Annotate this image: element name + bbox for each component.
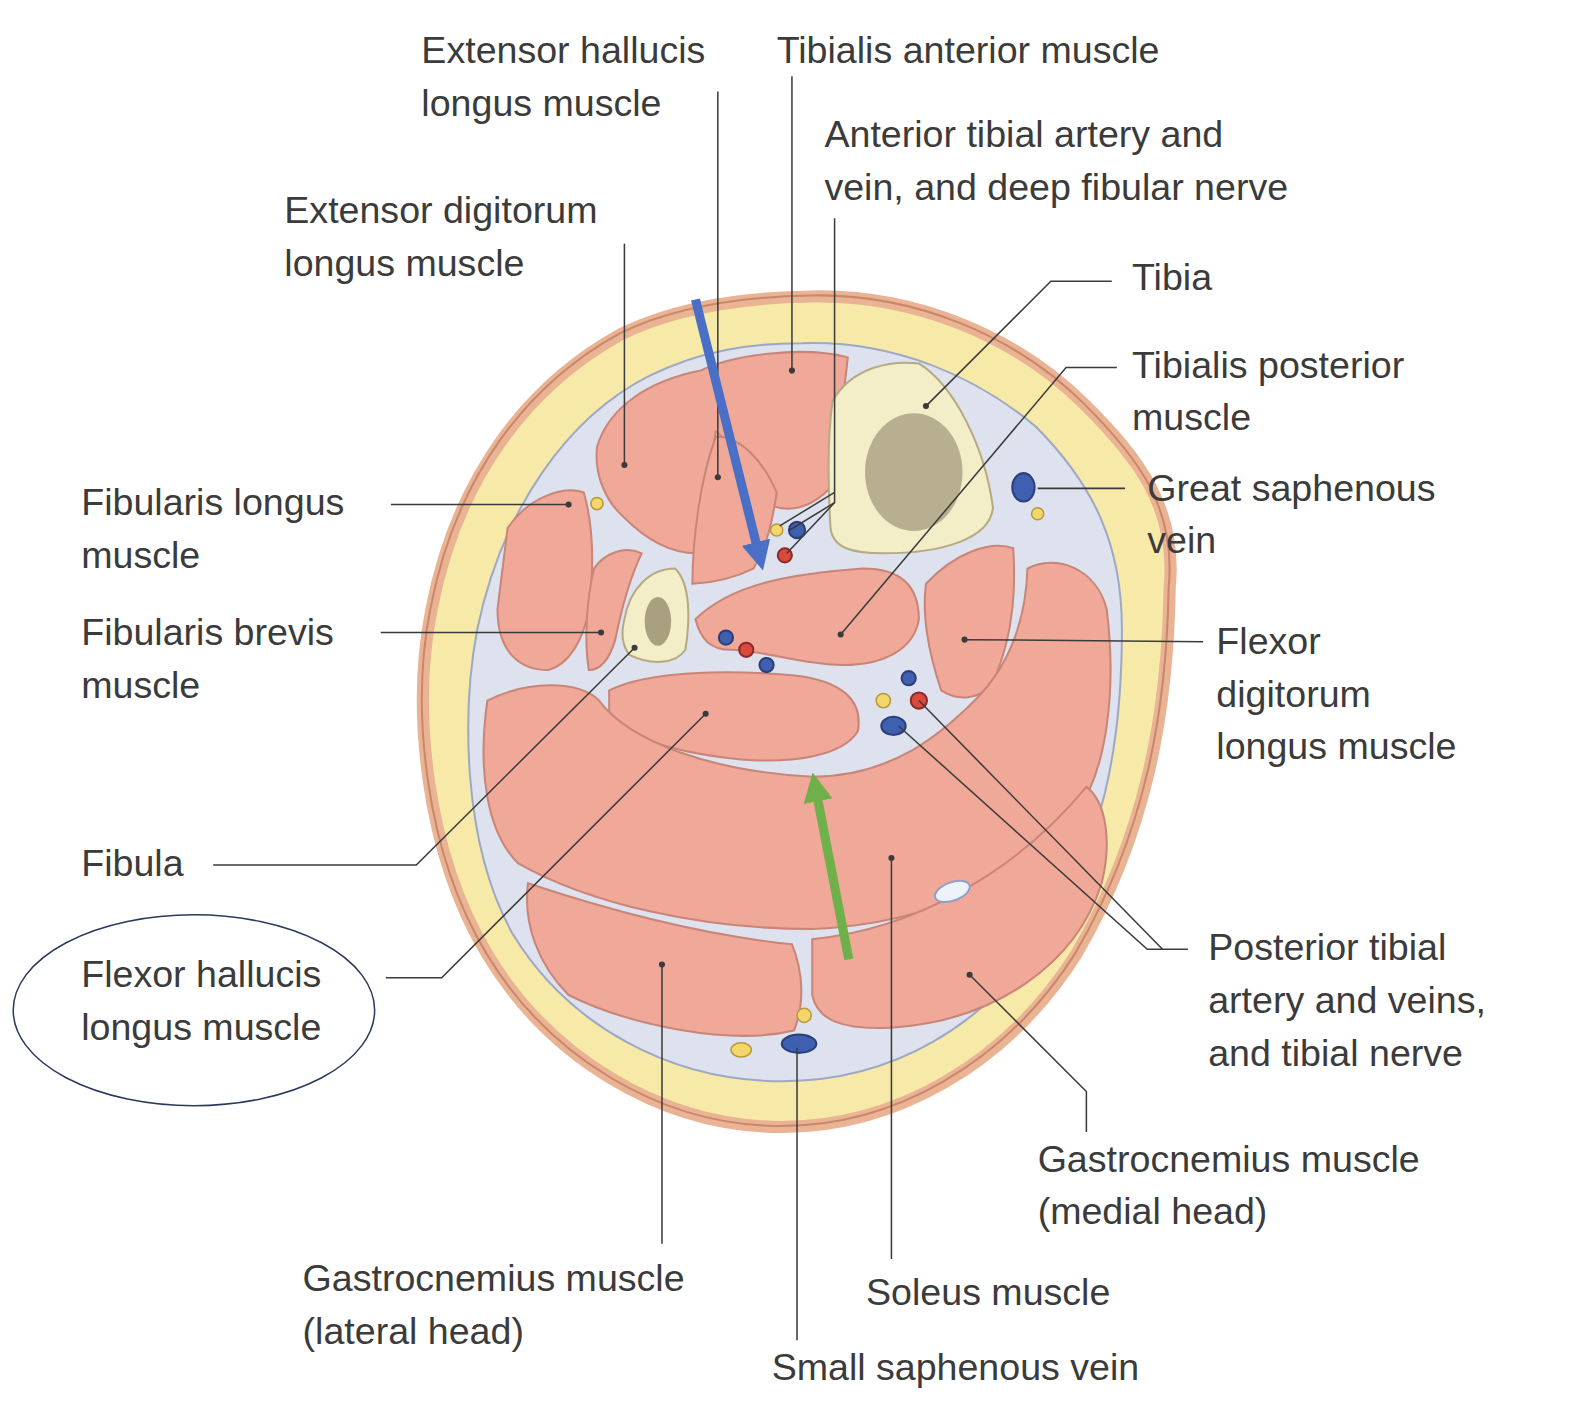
leader-line xyxy=(213,648,634,865)
muscle xyxy=(695,569,918,665)
leader-dot xyxy=(888,855,894,861)
structure-label: Gastrocnemius muscle (medial head) xyxy=(1038,1133,1464,1239)
structure-label: Soleus muscle xyxy=(866,1266,1272,1319)
structure-label: Fibula xyxy=(81,838,386,891)
structure-label: Great saphenous vein xyxy=(1147,462,1462,568)
indicator-arrow xyxy=(695,300,759,557)
leader-line xyxy=(624,244,626,465)
leader-dot xyxy=(967,972,973,978)
skin xyxy=(423,296,1171,1127)
vein xyxy=(719,631,733,645)
leader-line xyxy=(381,632,601,634)
leader-dot xyxy=(659,961,665,967)
leader-line xyxy=(790,218,835,530)
muscle xyxy=(527,883,801,1035)
nerve xyxy=(797,1008,811,1022)
indicator-arrow xyxy=(815,787,849,960)
leader-line xyxy=(891,858,893,1259)
structure-label: Extensor digitorum longus muscle xyxy=(284,185,629,291)
leader-dot xyxy=(632,645,638,651)
bone-marrow xyxy=(865,413,962,531)
nerve xyxy=(876,693,890,707)
structure-label: Flexor digitorum longus muscle xyxy=(1216,615,1468,773)
structure-label: Small saphenous vein xyxy=(772,1341,1280,1394)
structure-label: Fibularis brevis muscle xyxy=(81,606,375,712)
leader-dot xyxy=(789,368,795,374)
nerve xyxy=(591,498,603,510)
structure-label: Tibialis posterior muscle xyxy=(1132,339,1437,445)
fibula-bone xyxy=(623,569,689,662)
structure-label: Posterior tibial artery and veins, and t… xyxy=(1208,922,1513,1080)
structure-label: Flexor hallucis longus muscle xyxy=(81,948,365,1054)
leader-line xyxy=(791,76,793,370)
leader-line xyxy=(661,965,663,1244)
leader-dot xyxy=(961,637,967,643)
oval-outline xyxy=(13,915,374,1106)
leader-dot xyxy=(923,403,929,409)
vein xyxy=(902,671,916,685)
structure-label: Anterior tibial artery and vein, and dee… xyxy=(824,109,1299,215)
leader-line xyxy=(926,281,1112,406)
leader-dot xyxy=(703,711,709,717)
muscle xyxy=(498,490,593,670)
leader-line xyxy=(796,1048,798,1340)
leader-dot xyxy=(598,629,604,635)
leader-dot xyxy=(566,502,572,508)
great-saphenous-vein xyxy=(1012,473,1034,501)
skin-outline xyxy=(422,295,1170,1126)
leader-line xyxy=(1038,488,1125,490)
leader-line xyxy=(965,640,1204,642)
bone-marrow xyxy=(645,597,671,646)
vessel xyxy=(932,877,973,907)
leader-line xyxy=(919,701,1188,950)
leader-line xyxy=(717,91,719,477)
leader-dot xyxy=(621,462,627,468)
leader-line xyxy=(780,492,835,526)
nerve xyxy=(1032,508,1044,520)
structure-label: Fibularis longus muscle xyxy=(81,476,375,582)
structure-label: Extensor hallucis longus muscle xyxy=(421,24,746,130)
leader-line xyxy=(841,368,1117,635)
leader-dot xyxy=(838,632,844,638)
structure-label: Tibia xyxy=(1132,252,1437,305)
nerve xyxy=(731,1043,751,1057)
leader-dot xyxy=(715,474,721,480)
deep-fascia xyxy=(468,343,1122,1081)
leader-line xyxy=(899,726,1163,949)
muscle xyxy=(812,787,1106,1028)
structure-label: Tibialis anterior muscle xyxy=(777,24,1386,77)
tibia-bone xyxy=(828,363,993,554)
vein xyxy=(759,658,773,672)
leader-line xyxy=(386,714,706,978)
structure-label: Gastrocnemius muscle (lateral head) xyxy=(303,1253,729,1359)
vein xyxy=(881,717,905,735)
artery xyxy=(739,643,753,657)
leader-line xyxy=(787,503,835,554)
oval-callout: Flexor hallucis longus muscle xyxy=(12,914,375,1107)
small-saphenous-vein xyxy=(782,1035,817,1053)
leader-line xyxy=(391,504,569,506)
leader-line xyxy=(970,975,1087,1132)
